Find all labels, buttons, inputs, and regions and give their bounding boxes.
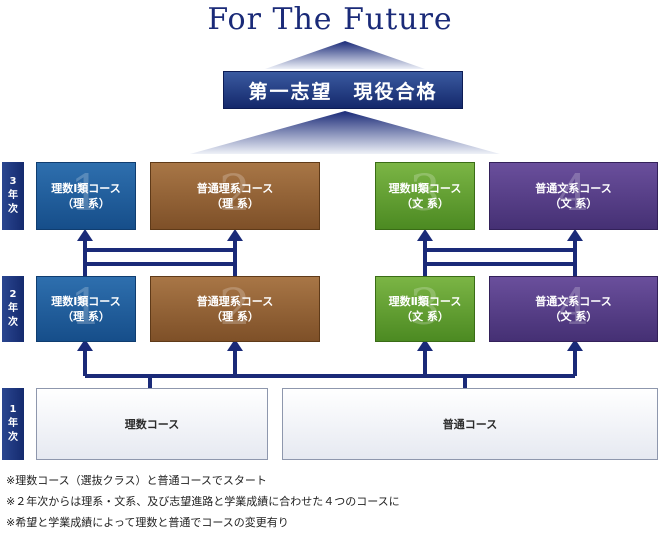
year-label-3-number: 3 [9,176,17,187]
course-track: （理 系） [62,197,110,210]
notes: ※理数コース（選抜クラス）と普通コースでスタート ※２年次からは理系・文系、及び… [6,470,656,533]
note-3: ※希望と学業成績によって理数と普通でコースの変更有り [6,516,289,529]
year-label-2-nen: 年 [8,303,18,314]
course-name: 普通理系コース [196,295,274,308]
y1-course-science: 理数コース [36,388,268,460]
year-label-3-ji: 次 [8,204,18,215]
course-track: （文 系） [401,310,449,323]
y3-course-general-humanities: 4 普通文系コース （文 系） [489,162,658,230]
y2-course-general-science: 2 普通理系コース （理 系） [150,276,320,342]
year-label-3: 3 年 次 [2,162,24,230]
note-2: ※２年次からは理系・文系、及び志望進路と学業成績に合わせた４つのコースに [6,495,400,508]
y2-course-general-humanities: 4 普通文系コース （文 系） [489,276,658,342]
arrow-y3-2 [227,229,243,241]
y2-course-science2: 3 理数Ⅱ類コース （文 系） [375,276,475,342]
course-number: 4 [557,164,590,222]
connector-y2-left [83,236,237,278]
y1-course-general: 普通コース [282,388,658,460]
goal-banner: 第一志望 現役合格 [223,71,463,109]
course-number: 3 [409,278,441,336]
course-name: 理数Ⅰ類コース [51,182,121,195]
arrow-y3-3 [417,229,433,241]
course-name: 普通文系コース [535,182,612,195]
course-track: （文 系） [549,197,598,210]
arrow-y2-1 [77,339,93,351]
year-label-1-ji: 次 [8,432,18,443]
connector-y1 [83,346,577,388]
course-number: 1 [70,164,102,222]
connector-y2-right [423,236,577,278]
year-label-1: 1 年 次 [2,388,24,460]
course-number: 2 [219,278,251,336]
top-triangle [265,41,425,69]
arrow-y3-4 [567,229,583,241]
y3-course-science2: 3 理数Ⅱ類コース （文 系） [375,162,475,230]
course-number: 3 [409,164,441,222]
arrow-y3-1 [77,229,93,241]
y2-course-science1: 1 理数Ⅰ類コース （理 系） [36,276,136,342]
course-number: 4 [557,278,590,336]
course-track: （理 系） [211,197,259,210]
course-track: （文 系） [401,197,449,210]
course-track: （理 系） [62,310,110,323]
note-1: ※理数コース（選抜クラス）と普通コースでスタート [6,474,267,487]
wide-triangle [190,111,500,154]
course-name: 理数Ⅱ類コース [388,182,462,195]
year-label-2: 2 年 次 [2,276,24,342]
page-title: For The Future [207,2,453,37]
arrow-y2-3 [417,339,433,351]
year-label-1-number: 1 [9,404,17,415]
y3-course-general-science: 2 普通理系コース （理 系） [150,162,320,230]
course-track: （理 系） [211,310,259,323]
year-label-3-nen: 年 [8,190,18,201]
course-name: 普通文系コース [535,295,612,308]
y3-course-science1: 1 理数Ⅰ類コース （理 系） [36,162,136,230]
arrow-y2-2 [227,339,243,351]
year-label-2-number: 2 [9,289,17,300]
course-name: 理数Ⅰ類コース [51,295,121,308]
course-track: （文 系） [549,310,598,323]
year-label-2-ji: 次 [8,317,18,328]
course-name: 理数Ⅱ類コース [388,295,462,308]
year-label-1-nen: 年 [8,418,18,429]
arrow-y2-4 [567,339,583,351]
course-name: 普通理系コース [196,182,274,195]
course-number: 1 [70,278,102,336]
course-number: 2 [219,164,251,222]
